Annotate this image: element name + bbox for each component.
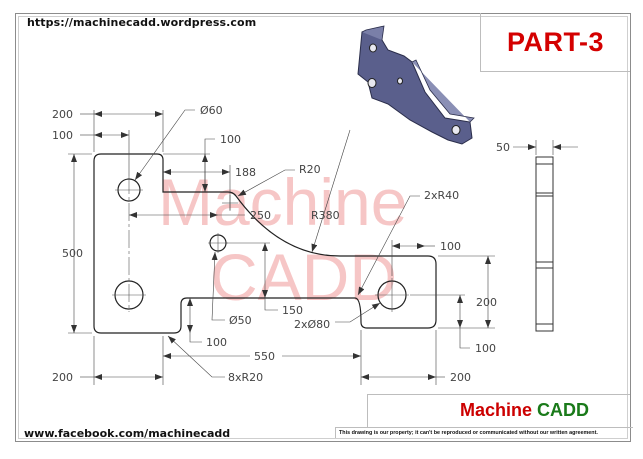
dim-200-top: 200 (52, 108, 73, 121)
brand-logo: Machine CADD (460, 400, 590, 420)
brand-box: Machine CADD (367, 394, 630, 428)
dim-200-end: 200 (476, 296, 497, 309)
dim-2x-dia-80: 2xØ80 (294, 318, 330, 331)
dim-r380: R380 (311, 209, 340, 222)
dim-dia-60: Ø60 (200, 104, 223, 117)
dimension-labels: 200 100 Ø60 100 188 R20 250 R380 2xR40 5… (52, 104, 510, 384)
dim-188: 188 (235, 166, 256, 179)
watermark: Machine CADD (158, 165, 407, 314)
dim-2xr40: 2xR40 (424, 189, 459, 202)
svg-text:Machine: Machine (158, 165, 407, 239)
website-url: https://machinecadd.wordpress.com (27, 16, 257, 29)
dim-200-bottom-left: 200 (52, 371, 73, 384)
facebook-url: www.facebook.com/machinecadd (24, 427, 231, 440)
dim-250: 250 (250, 209, 271, 222)
dim-dia-50: Ø50 (229, 314, 252, 327)
part-title: PART-3 (506, 27, 604, 57)
dim-550: 550 (254, 350, 275, 363)
dim-100-end: 100 (440, 240, 461, 253)
copyright-notice: This drawing is our property; it can't b… (335, 427, 633, 438)
dim-r20: R20 (299, 163, 321, 176)
side-view (513, 140, 578, 332)
dim-500: 500 (62, 247, 83, 260)
dim-100-notch: 100 (206, 336, 227, 349)
part-title-box: PART-3 (480, 13, 630, 72)
dim-50-side: 50 (496, 141, 510, 154)
isometric-view (357, 25, 475, 145)
dimension-lines (68, 109, 495, 385)
dim-100-top: 100 (52, 129, 73, 142)
dim-150: 150 (282, 304, 303, 317)
svg-text:CADD: CADD (210, 240, 397, 314)
drawing-sheet (15, 13, 631, 442)
sheet-inner-border (18, 16, 628, 439)
dim-8xr20: 8xR20 (228, 371, 263, 384)
dim-100-step: 100 (220, 133, 241, 146)
dim-100-end-hole: 100 (475, 342, 496, 355)
dim-200-bottom-right: 200 (450, 371, 471, 384)
